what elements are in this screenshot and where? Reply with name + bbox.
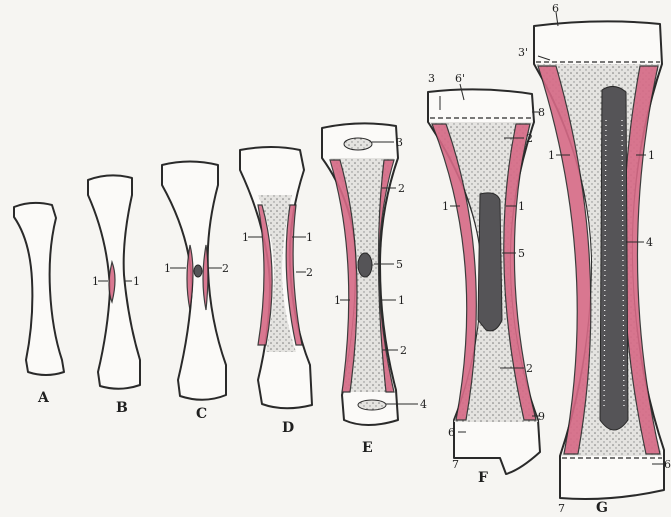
label-f-2-top: 2 (526, 132, 533, 145)
label-g-1-left: 1 (548, 149, 555, 162)
label-e-2-top: 2 (398, 182, 405, 195)
stage-d (240, 147, 312, 408)
label-f-2-bottom: 2 (526, 362, 533, 375)
label-g-1-right: 1 (648, 149, 655, 162)
label-f-1-left: 1 (442, 200, 449, 213)
stage-c (162, 162, 226, 400)
label-g-3-prime: 3' (518, 46, 528, 59)
label-f-1-right: 1 (518, 200, 525, 213)
stage-f (428, 89, 540, 474)
figure-label-e: E (362, 440, 373, 456)
figure-label-c: C (196, 406, 207, 422)
stage-e-epiphyseal-center-bottom (358, 400, 386, 410)
label-e-1-right: 1 (398, 294, 405, 307)
label-e-3: 3 (396, 136, 403, 149)
label-g-7: 7 (558, 502, 565, 515)
label-f-5: 5 (518, 247, 525, 260)
stage-g (534, 21, 664, 499)
label-b-1-left: 1 (92, 275, 99, 288)
stage-e-marrow (358, 253, 372, 277)
label-e-2-bottom: 2 (400, 344, 407, 357)
label-f-9: 9 (538, 410, 545, 423)
stage-a-outline (14, 203, 64, 375)
label-f-6: 6 (448, 426, 455, 439)
label-e-5: 5 (396, 258, 403, 271)
label-c-2: 2 (222, 262, 229, 275)
label-d-1-left: 1 (242, 231, 249, 244)
label-f-8: 8 (538, 106, 545, 119)
figure-label-a: A (37, 390, 50, 406)
label-f-6-prime: 6' (455, 72, 465, 85)
label-f-7: 7 (452, 458, 459, 471)
stage-a (14, 203, 64, 375)
label-c-1: 1 (164, 262, 171, 275)
figure-label-g: G (596, 500, 608, 516)
stage-e-epiphyseal-center-top (344, 138, 372, 150)
figure-label-b: B (116, 400, 128, 416)
label-d-1-right: 1 (306, 231, 313, 244)
stage-f-marrow (478, 193, 502, 331)
stage-c-primary-center (194, 265, 202, 277)
label-g-4: 4 (646, 236, 653, 249)
stage-c-outline (162, 162, 226, 400)
label-f-3: 3 (428, 72, 435, 85)
label-g-6: 6 (552, 2, 559, 15)
figure-label-f: F (478, 470, 488, 486)
stage-g-marrow (600, 86, 628, 430)
label-g-6-bottom: 6 (664, 458, 671, 471)
label-e-4: 4 (420, 398, 427, 411)
label-b-1-right: 1 (133, 275, 140, 288)
label-d-2: 2 (306, 266, 313, 279)
label-e-1-left: 1 (334, 294, 341, 307)
figure-label-d: D (282, 420, 294, 436)
stage-e (322, 123, 398, 425)
